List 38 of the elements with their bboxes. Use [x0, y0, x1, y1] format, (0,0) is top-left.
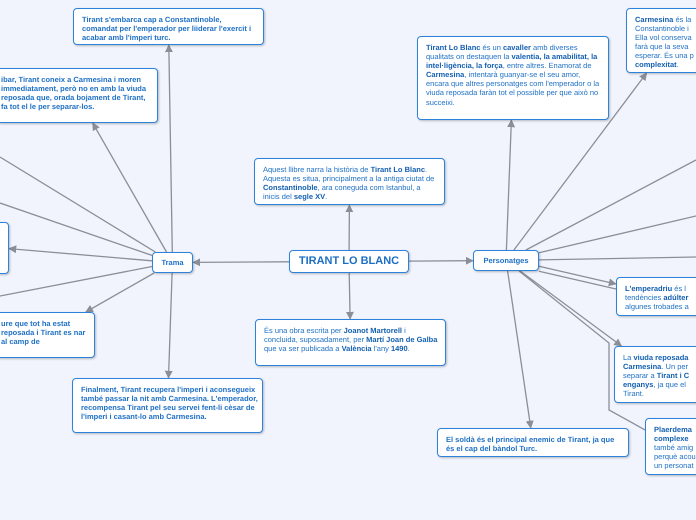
arrow — [506, 270, 534, 429]
topic-box — [645, 418, 696, 475]
connector-line — [538, 270, 616, 290]
arrow — [506, 119, 516, 250]
branch-topic-box — [473, 250, 539, 271]
arrow — [345, 204, 354, 250]
arrow — [164, 44, 173, 252]
topic-box — [616, 277, 696, 316]
arrow — [164, 272, 173, 379]
connector-line — [0, 266, 152, 297]
arrow — [192, 258, 289, 266]
central-topic-text: TIRANT LO BLANC — [298, 254, 400, 269]
topic-box — [72, 378, 263, 433]
arrow — [409, 256, 474, 265]
arrow — [513, 72, 648, 250]
connector-line — [0, 156, 156, 253]
topic-box — [255, 319, 446, 366]
arrow — [8, 245, 152, 262]
branch-topic-box — [152, 252, 193, 273]
connector-line — [526, 159, 696, 251]
arrow — [538, 266, 617, 286]
connector-line — [518, 270, 646, 430]
topic-box — [626, 8, 696, 73]
topic-box — [614, 346, 696, 403]
topic-box — [417, 36, 609, 120]
central-topic-box — [289, 250, 409, 273]
arrow — [92, 122, 168, 252]
connector-line — [538, 215, 696, 254]
connector-line — [0, 202, 152, 256]
arrow — [85, 272, 154, 313]
arrow — [520, 270, 622, 347]
connector-line — [538, 256, 696, 261]
topic-box — [0, 312, 95, 358]
topic-box — [437, 428, 629, 457]
arrow — [346, 272, 354, 320]
topic-box — [0, 68, 158, 123]
topic-box — [73, 8, 264, 45]
topic-box — [254, 158, 445, 205]
